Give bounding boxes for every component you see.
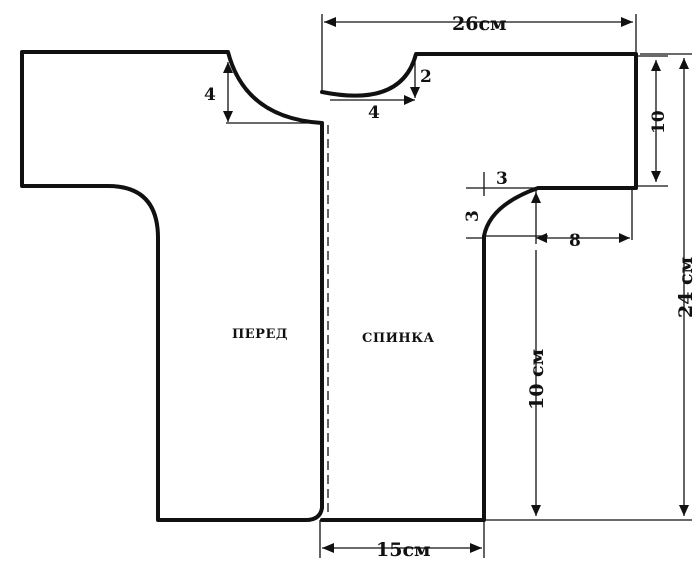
label-underarm-vertical: 3 [496, 169, 508, 189]
front-piece-outline [20, 50, 324, 522]
label-back-neck-width: 4 [368, 103, 380, 123]
label-underarm-horizontal: 3 [463, 210, 483, 222]
back-label: СПИНКА [362, 331, 435, 346]
label-sleeve-height: 10 [649, 110, 669, 134]
label-bottom-width: 15см [376, 539, 431, 561]
label-sleeve-length: 8 [569, 231, 581, 251]
front-label: ПЕРЕД [232, 327, 288, 342]
label-total-width: 26см [452, 13, 507, 35]
label-total-height: 24 см [675, 257, 697, 318]
back-piece-outline [320, 52, 638, 522]
label-back-neck-depth: 2 [420, 67, 432, 87]
label-side-height: 10 см [526, 349, 548, 410]
label-front-neck-depth: 4 [204, 85, 216, 105]
